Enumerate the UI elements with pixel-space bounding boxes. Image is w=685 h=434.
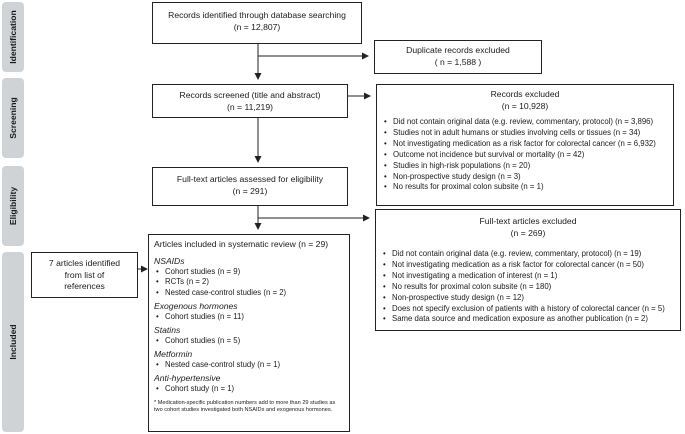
included-box: Articles included in systematic review (…	[148, 234, 350, 432]
group-exogenous-hormones: Exogenous hormones	[154, 301, 238, 312]
records-excluded-title: Records excluded	[490, 89, 560, 99]
records-screened-count: (n = 11,219)	[227, 101, 273, 112]
group-statins-list: Cohort studies (n = 5)	[154, 336, 344, 347]
fulltext-excluded-title: Full-text articles excluded	[479, 216, 577, 226]
fulltext-excluded-count: (n = 269)	[510, 227, 546, 238]
list-item: Cohort study (n = 1)	[154, 384, 344, 395]
list-item: Not investigating a medication of intere…	[381, 271, 675, 282]
records-identified-count: (n = 12,807)	[233, 21, 281, 32]
other-source-box: 7 articles identified from list of refer…	[31, 252, 138, 298]
group-statins: Statins	[154, 325, 181, 336]
list-item: No results for proximal colon subsite (n…	[381, 282, 675, 293]
records-identified-text: Records identified through database sear…	[168, 10, 346, 20]
records-identified-box: Records identified through database sear…	[152, 2, 362, 44]
included-title: Articles included in systematic review (…	[154, 239, 329, 249]
list-item: Outcome not incidence but survival or mo…	[382, 150, 668, 161]
list-item: Nested case-control study (n = 1)	[154, 360, 344, 371]
list-item: No results for proximal colon subsite (n…	[382, 182, 668, 193]
list-item: Studies not in adult humans or studies i…	[382, 128, 668, 139]
fulltext-assessed-count: (n = 291)	[232, 185, 268, 196]
fulltext-excluded-box: Full-text articles excluded (n = 269) Di…	[375, 209, 681, 331]
records-excluded-list: Did not contain original data (e.g. revi…	[382, 117, 668, 193]
group-exogenous-hormones-list: Cohort studies (n = 11)	[154, 312, 344, 323]
group-metformin-list: Nested case-control study (n = 1)	[154, 360, 344, 371]
duplicates-text: Duplicate records excluded	[406, 45, 510, 55]
records-excluded-box: Records excluded (n = 10,928) Did not co…	[376, 84, 674, 206]
list-item: Not investigating medication as a risk f…	[381, 260, 675, 271]
group-anti-hypertensive-list: Cohort study (n = 1)	[154, 384, 344, 395]
records-screened-text: Records screened (title and abstract)	[179, 90, 321, 100]
group-metformin: Metformin	[154, 349, 193, 360]
list-item: Cohort studies (n = 11)	[154, 312, 344, 323]
list-item: Same data source and medication exposure…	[381, 314, 675, 325]
stage-identification: Identification	[2, 2, 24, 72]
group-nsaids: NSAIDs	[154, 255, 185, 266]
stage-included: Included	[2, 252, 24, 432]
list-item: Did not contain original data (e.g. revi…	[382, 117, 668, 128]
other-source-line: from list of	[64, 269, 105, 280]
stage-eligibility: Eligibility	[2, 166, 24, 246]
fulltext-assessed-text: Full-text articles assessed for eligibil…	[176, 174, 324, 184]
fulltext-excluded-list: Did not contain original data (e.g. revi…	[381, 249, 675, 325]
list-item: Studies in high-risk populations (n = 20…	[382, 161, 668, 172]
list-item: Does not specify exclusion of patients w…	[381, 304, 675, 315]
list-item: Cohort studies (n = 9)	[154, 267, 344, 278]
list-item: RCTs (n = 2)	[154, 277, 344, 288]
duplicates-count: ( n = 1,588 )	[434, 56, 482, 67]
list-item: Did not contain original data (e.g. revi…	[381, 249, 675, 260]
other-source-line: references	[64, 281, 105, 291]
footnote: * Medication-specific publication number…	[154, 399, 336, 414]
duplicates-box: Duplicate records excluded ( n = 1,588 )	[374, 40, 542, 74]
other-source-line: 7 articles identified	[48, 258, 121, 268]
list-item: Cohort studies (n = 5)	[154, 336, 344, 347]
records-excluded-count: (n = 10,928)	[501, 100, 549, 111]
records-screened-box: Records screened (title and abstract) (n…	[152, 84, 348, 118]
list-item: Not investigating medication as a risk f…	[382, 139, 668, 150]
fulltext-assessed-box: Full-text articles assessed for eligibil…	[152, 167, 348, 206]
group-anti-hypertensive: Anti-hypertensive	[154, 372, 221, 383]
stage-screening: Screening	[2, 78, 24, 158]
list-item: Nested case-control studies (n = 2)	[154, 288, 344, 299]
list-item: Non-prospective study design (n = 12)	[381, 293, 675, 304]
list-item: Non-prospective study design (n = 3)	[382, 172, 668, 183]
group-nsaids-list: Cohort studies (n = 9) RCTs (n = 2) Nest…	[154, 267, 344, 300]
